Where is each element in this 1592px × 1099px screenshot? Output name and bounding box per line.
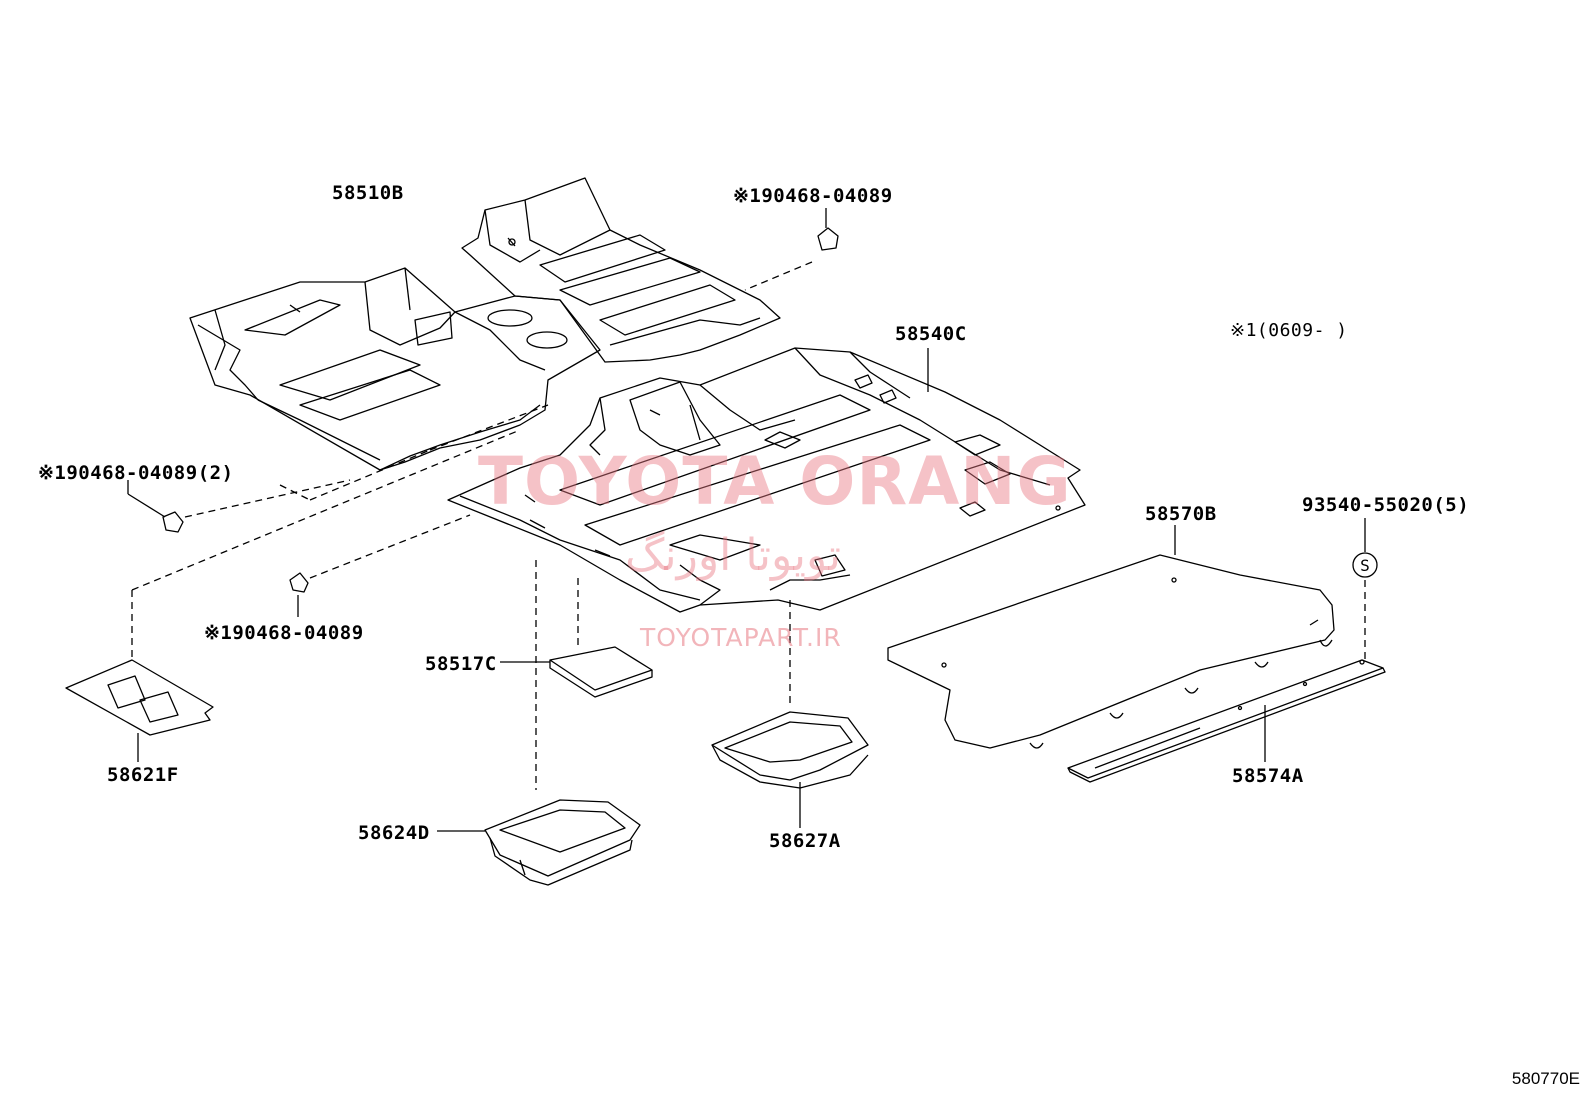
main-carpet-58540C — [448, 348, 1085, 612]
symbol-s-group — [1353, 518, 1377, 577]
symbol-s-circle — [1353, 553, 1377, 577]
label-58510B: 58510B — [332, 182, 404, 204]
watermark-url: TOYOTAPART.IR — [640, 623, 842, 652]
label-58540C: 58540C — [895, 323, 967, 345]
scuff-plate-58574A — [1068, 660, 1385, 782]
label-58624D: 58624D — [358, 822, 430, 844]
label-90468-top: ※190468-04089 — [733, 185, 893, 207]
label-90468-mid: ※190468-04089 — [204, 622, 364, 644]
label-58574A: 58574A — [1232, 765, 1304, 787]
tray-58627A — [712, 712, 868, 828]
clip-90468-top — [745, 208, 838, 290]
catalog-code: 580770E — [1511, 1069, 1580, 1088]
pad-58517C — [500, 647, 652, 697]
watermark-brand-fa: تویوتا اورنگ — [625, 530, 841, 581]
label-93540: 93540-55020(5) — [1302, 494, 1470, 516]
label-58627A: 58627A — [769, 830, 841, 852]
locator-lines — [132, 405, 1365, 790]
label-note-range: ※1(0609- ) — [1230, 320, 1348, 341]
tray-58624D — [437, 800, 640, 885]
front-carpet-58510B — [190, 268, 600, 470]
clip-90468-mid — [290, 573, 308, 617]
label-58517C: 58517C — [425, 653, 497, 675]
symbol-s-icon: S — [1360, 556, 1370, 575]
mat-58621F — [66, 660, 213, 762]
label-58621F: 58621F — [107, 764, 179, 786]
clip-90468-left — [128, 480, 183, 532]
label-58570B: 58570B — [1145, 503, 1217, 525]
watermark-brand: TOYOTA ORANG — [478, 443, 1072, 520]
label-90468-left: ※190468-04089(2) — [38, 462, 234, 484]
rear-carpet-section — [462, 178, 780, 362]
deck-board-58570B — [888, 525, 1334, 748]
